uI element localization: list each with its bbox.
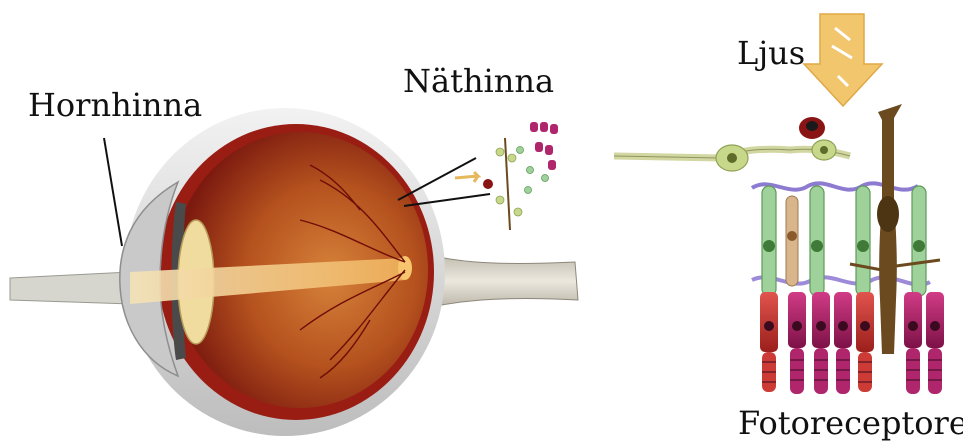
lower-plexiform-layer [752,277,930,284]
photoreceptor-cells [760,292,944,394]
ganglion-cells [716,140,836,171]
red-cell [799,117,825,139]
retina-label: Näthinna [403,62,554,100]
light-direction-arrow [804,14,882,106]
incoming-light-beam [10,272,130,304]
cornea-pointer-line [104,138,122,246]
cornea-label: Hornhinna [28,86,202,124]
light-label: Ljus [737,34,805,72]
retina-inset-small [455,122,558,230]
photoreceptors-label: Fotoreceptorer [738,404,963,442]
eyeball [10,108,578,436]
